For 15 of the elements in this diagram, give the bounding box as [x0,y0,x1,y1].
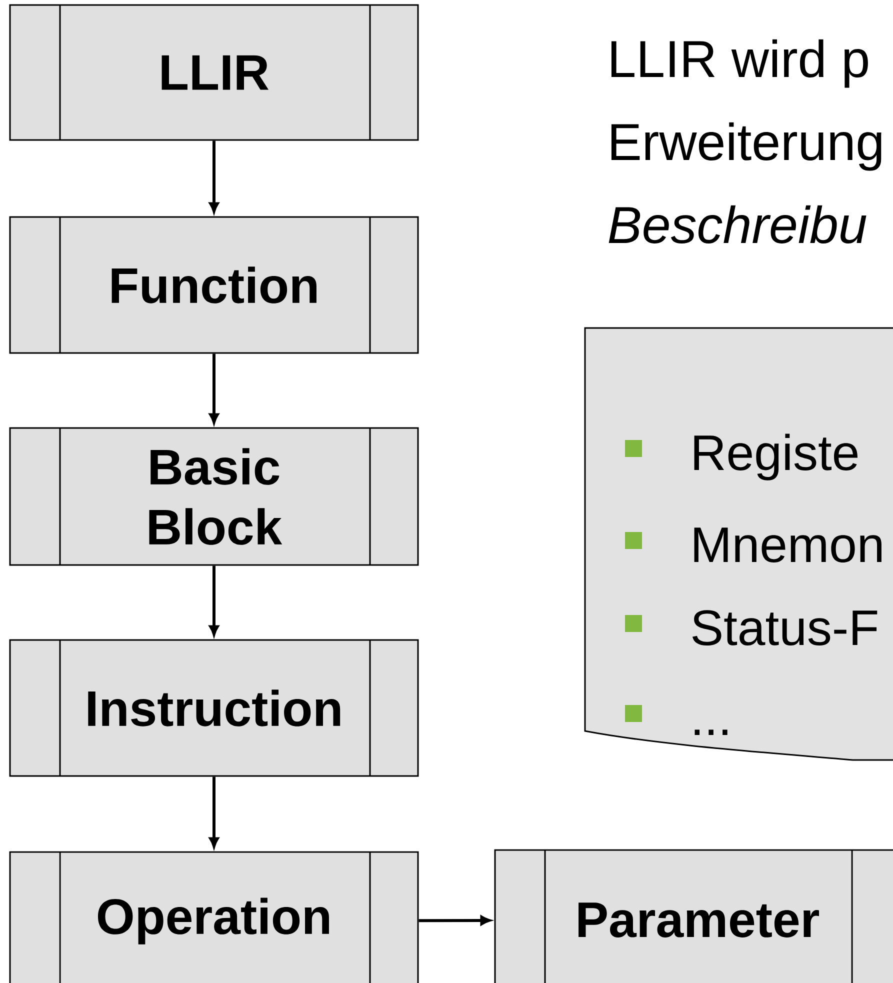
process-box: Function [9,216,419,354]
paragraph-line: Beschreibu [608,205,866,244]
arrow [209,140,219,213]
process-box: Basic Block [9,427,419,566]
process-box: Operation [9,851,419,983]
list-item: ... [694,730,728,735]
list-item: Status-F [692,610,878,646]
paragraph-line: Erweiterung [611,122,882,171]
process-box: LLIR [9,4,419,141]
process-box: Instruction [9,639,419,777]
arrow [209,354,219,424]
list-item: Registe [694,434,858,480]
list-item: Mnemon [694,528,882,562]
process-box: Parameter [494,849,893,983]
paragraph-line: LLIR wird p [611,39,868,88]
